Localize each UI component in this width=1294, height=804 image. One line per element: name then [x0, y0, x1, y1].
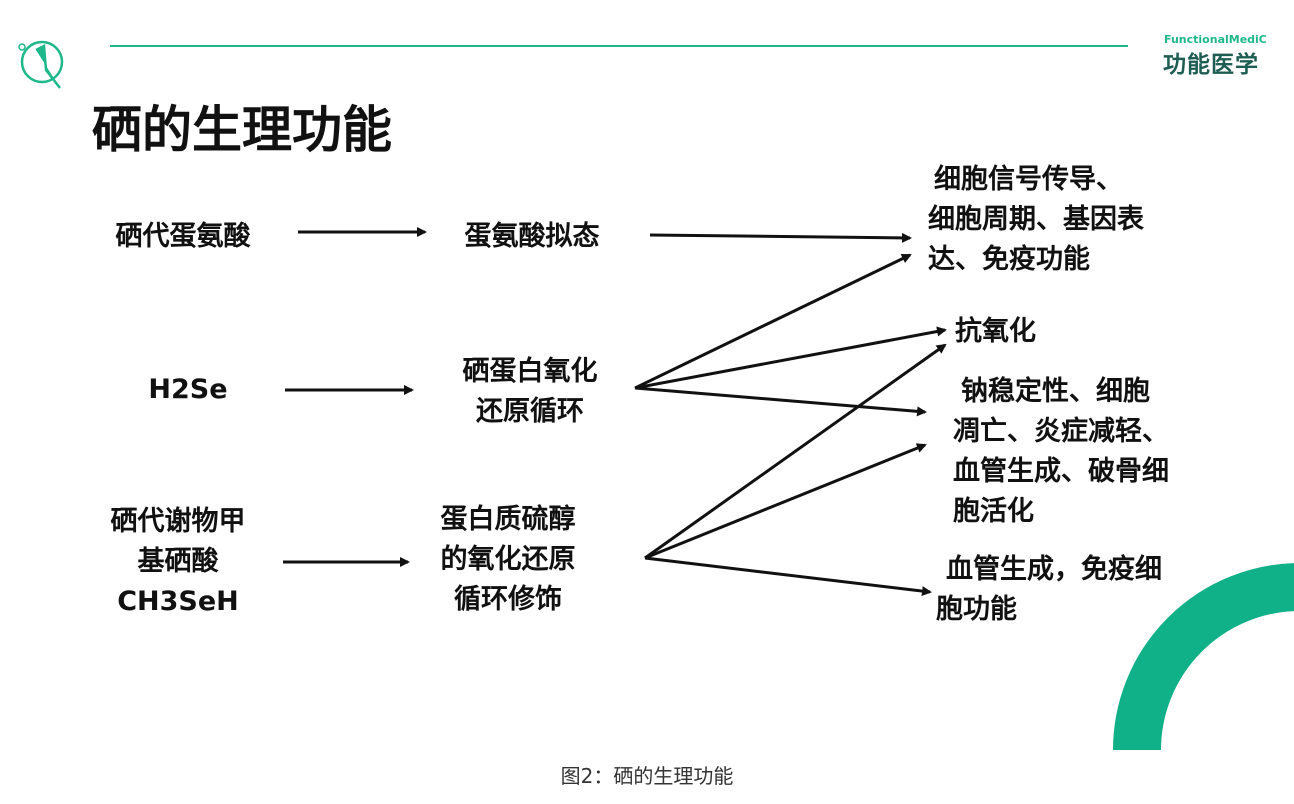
node-line: 达、免疫功能 — [928, 244, 1090, 275]
node-line: H2Se — [148, 374, 228, 405]
function-node: 抗氧化 — [955, 312, 1036, 352]
node-line: 凋亡、炎症减轻、 — [953, 416, 1169, 447]
brand-name-en: FunctionalMediC — [1164, 33, 1267, 46]
arrow — [649, 232, 912, 243]
function-node: 钠稳定性、细胞 凋亡、炎症减轻、 血管生成、破骨细 胞活化 — [953, 372, 1169, 532]
brand-name-cn: 功能医学 — [1163, 52, 1259, 78]
figure-caption: 图2：硒的生理功能 — [560, 764, 734, 788]
node-line: 硒代蛋氨酸 — [115, 221, 251, 252]
node-line: 血管生成，免疫细 — [946, 554, 1162, 585]
arrow — [644, 556, 932, 597]
node-line: 还原循环 — [476, 396, 584, 427]
page-title: 硒的生理功能 — [92, 101, 392, 159]
node-line: CH3SeH — [117, 586, 239, 617]
source-node: H2Se — [88, 370, 288, 410]
logo-icon — [18, 40, 64, 89]
node-line: 胞功能 — [936, 594, 1017, 625]
node-line: 钠稳定性、细胞 — [961, 376, 1150, 407]
source-node: 硒代谢物甲 基硒酸 CH3SeH — [78, 502, 278, 622]
slide: FunctionalMediC 功能医学 硒的生理功能 硒代蛋氨酸 H2Se 硒… — [18, 33, 1294, 750]
node-line: 蛋白质硫醇 — [440, 504, 576, 535]
node-line: 硒代谢物甲 — [110, 506, 246, 537]
arrow — [644, 343, 947, 560]
node-line: 基硒酸 — [137, 546, 219, 577]
arrow — [634, 386, 927, 417]
source-node: 硒代蛋氨酸 — [83, 217, 283, 257]
decor-layer — [18, 40, 1294, 750]
node-line: 细胞周期、基因表 — [928, 204, 1144, 235]
arrow — [644, 443, 927, 560]
node-line: 胞活化 — [953, 496, 1034, 527]
function-node: 细胞信号传导、 细胞周期、基因表 达、免疫功能 — [928, 160, 1144, 280]
node-line: 血管生成、破骨细 — [953, 456, 1169, 487]
mechanism-node: 硒蛋白氧化 还原循环 — [430, 352, 630, 432]
node-line: 抗氧化 — [955, 316, 1036, 347]
node-line: 的氧化还原 — [440, 544, 576, 575]
arrow — [634, 253, 912, 390]
node-line: 循环修饰 — [454, 584, 562, 615]
arrow — [634, 326, 947, 390]
node-line: 蛋氨酸拟态 — [464, 221, 600, 252]
mechanism-node: 蛋氨酸拟态 — [432, 217, 632, 257]
corner-ring-decoration — [1113, 563, 1294, 750]
node-line: 细胞信号传导、 — [934, 164, 1123, 195]
mechanism-node: 蛋白质硫醇 的氧化还原 循环修饰 — [408, 500, 608, 620]
node-line: 硒蛋白氧化 — [462, 356, 598, 387]
header-divider — [110, 45, 1128, 47]
function-node: 血管生成，免疫细 胞功能 — [936, 550, 1162, 630]
